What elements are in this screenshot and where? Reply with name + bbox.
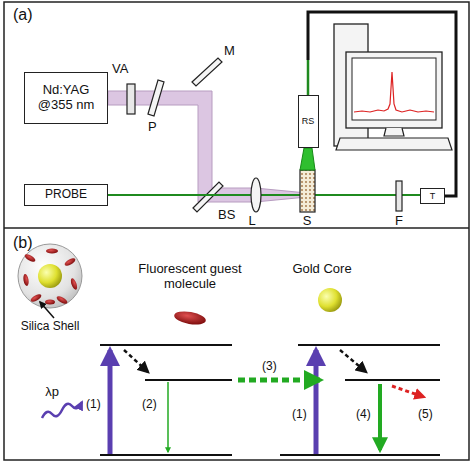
part-label: S — [303, 214, 312, 229]
node-text: PROBE — [45, 188, 87, 202]
part-label: BS — [218, 208, 235, 223]
callout-number: (1) — [292, 408, 307, 422]
callout-number: (1) — [86, 398, 101, 412]
panel-letter: (a) — [13, 6, 33, 24]
part-label: F — [395, 214, 403, 229]
panel-letter: (b) — [13, 234, 33, 252]
part-label: VA — [112, 62, 128, 77]
probe-box: PROBE — [24, 184, 108, 206]
node-text: RS — [302, 116, 315, 126]
part-label: M — [224, 44, 235, 59]
part-label: L — [248, 214, 255, 229]
node-text: Nd:YAG @355 nm — [31, 83, 101, 113]
part-label: Gold Core — [292, 262, 351, 277]
laser-box: Nd:YAG @355 nm — [24, 72, 108, 124]
part-label: P — [148, 120, 157, 135]
detector-box: T — [420, 188, 445, 204]
callout-number: (4) — [356, 408, 371, 422]
part-label: Fluorescent guest molecule — [135, 262, 245, 292]
part-label: Silica Shell — [21, 320, 80, 334]
symbol-label: λp — [45, 385, 59, 400]
callout-number: (3) — [262, 360, 277, 374]
callout-number: (5) — [418, 408, 433, 422]
callout-number: (2) — [142, 398, 157, 412]
detector-box: RS — [298, 95, 319, 148]
node-text: T — [430, 191, 436, 201]
